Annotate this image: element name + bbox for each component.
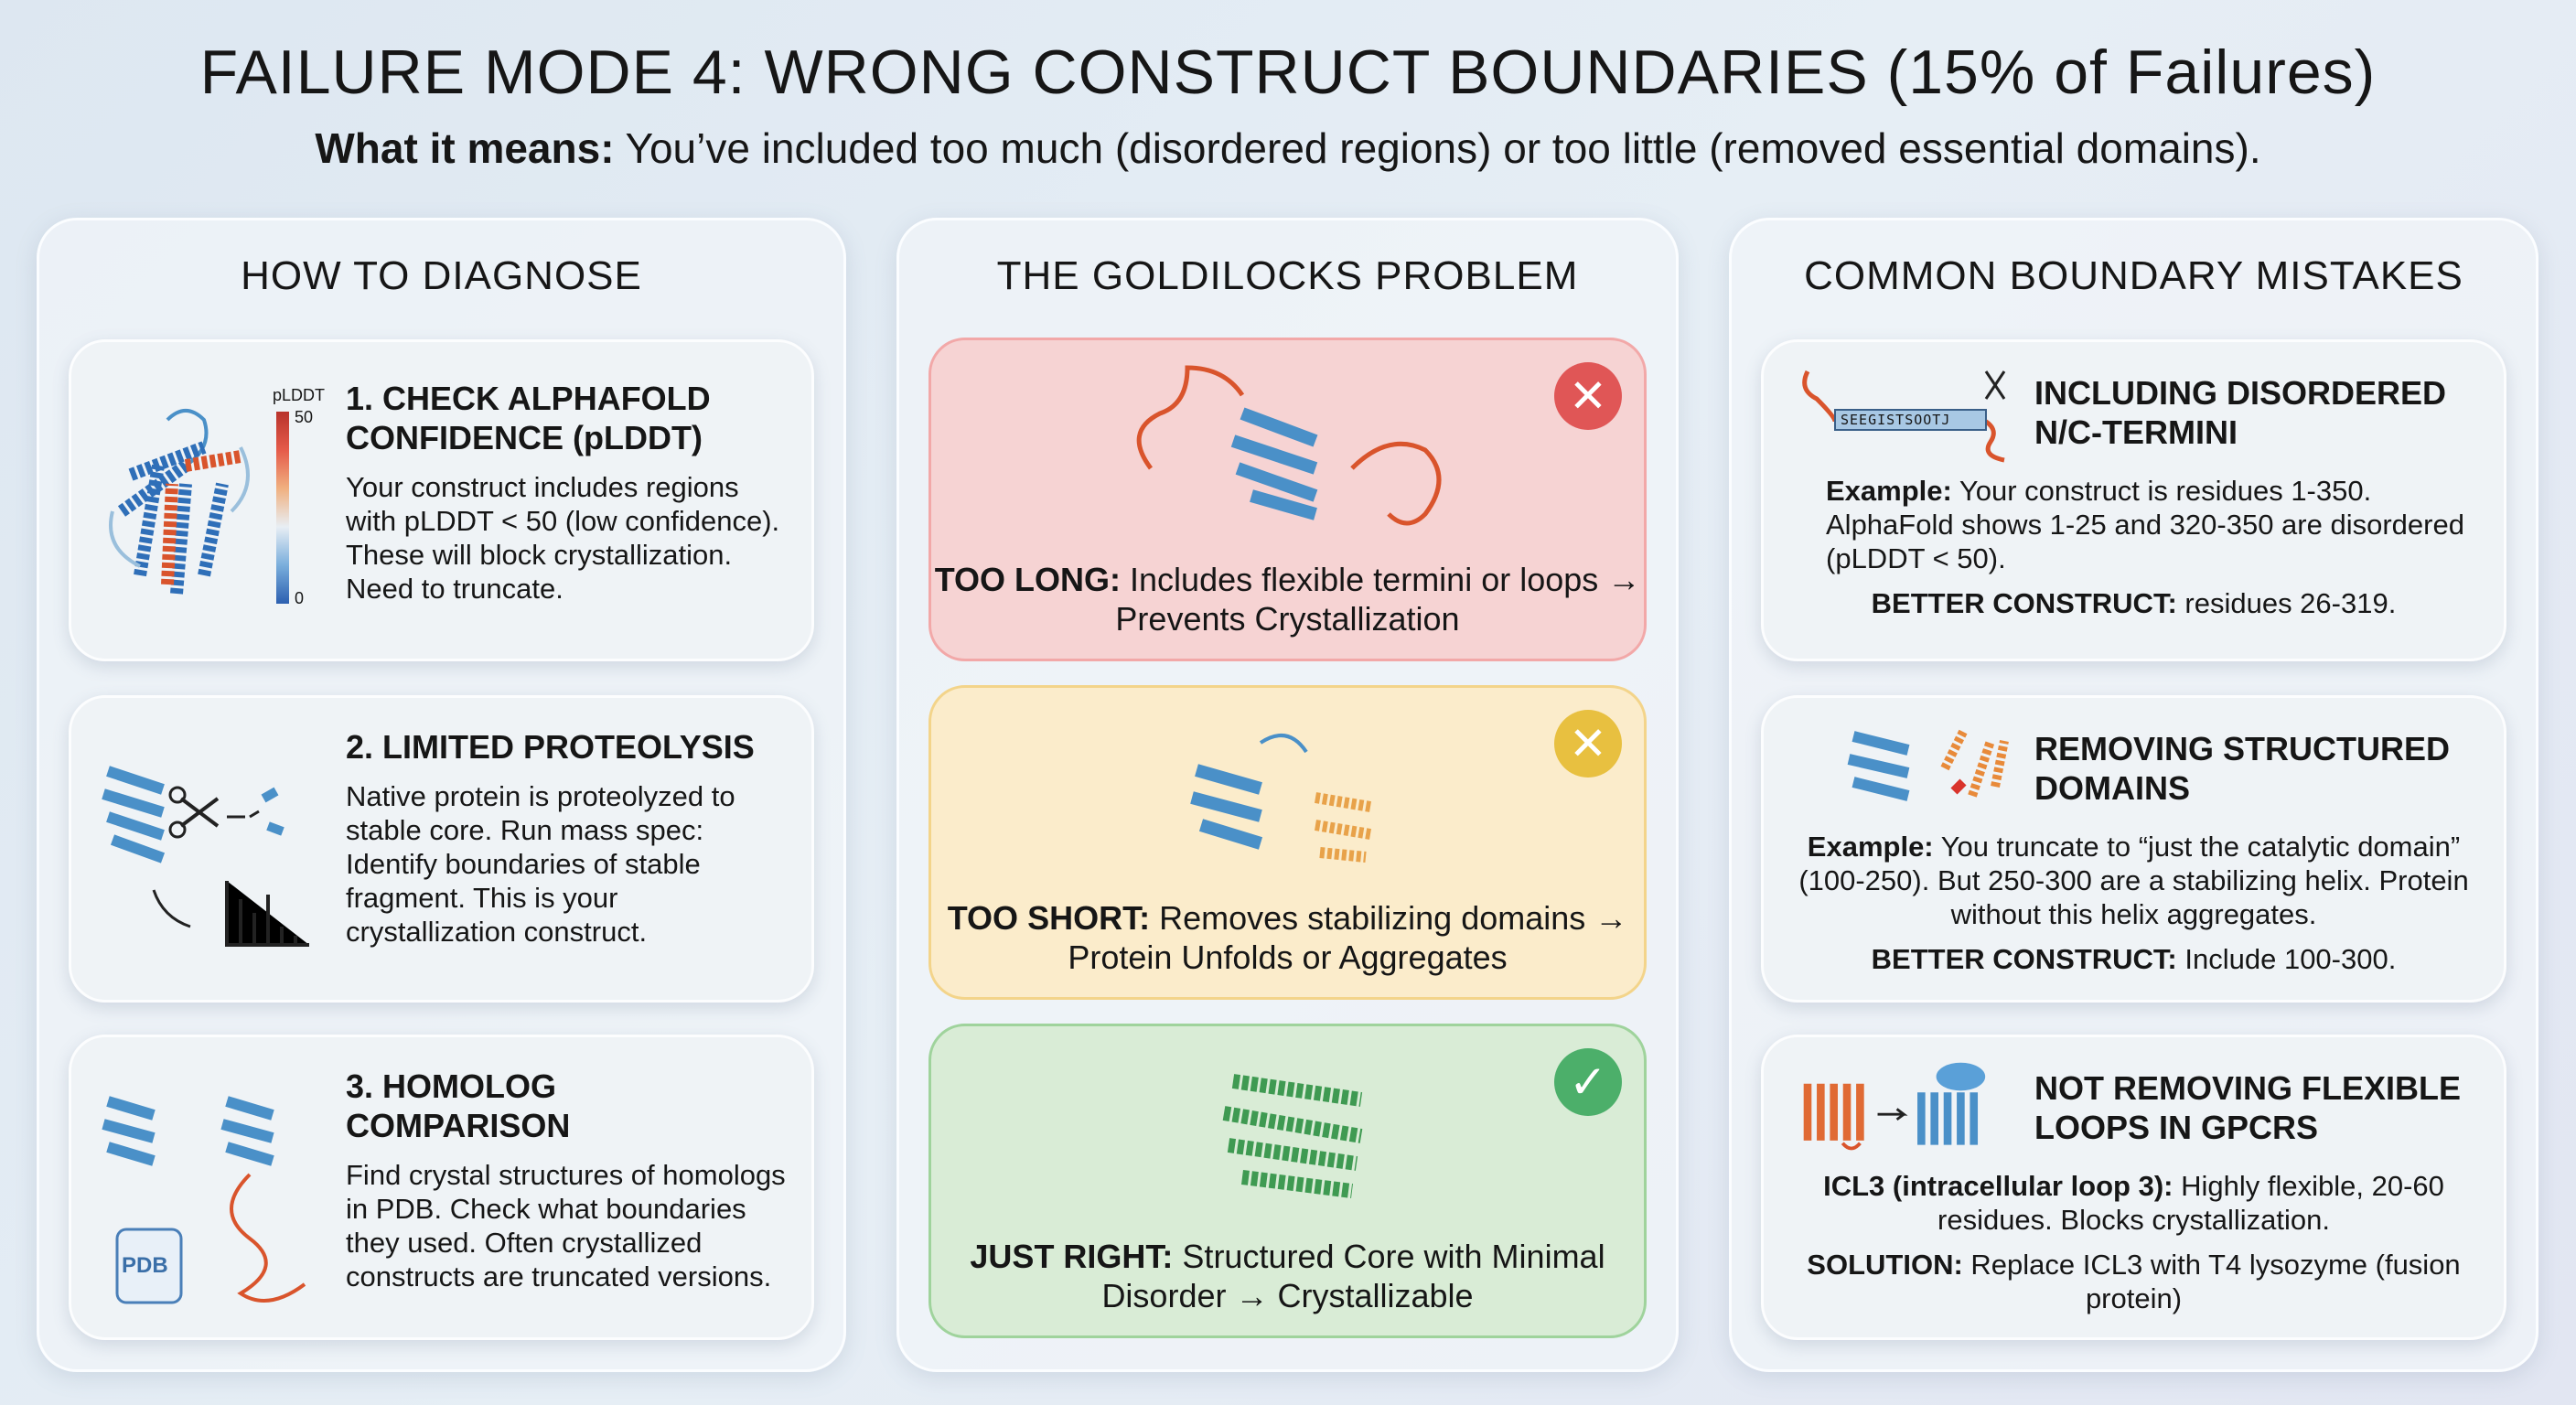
diagnose-card-homolog: PDB 3. HOMOLOG COMPARISON Find crystal s… [69, 1035, 814, 1340]
card-text-block: 3. HOMOLOG COMPARISON Find crystal struc… [346, 1067, 786, 1293]
pdb-label: PDB [122, 1253, 168, 1278]
protein-short-icon [1190, 734, 1371, 863]
icon-slot: SEEGISTSOOTJ [1789, 362, 2034, 463]
diagnose-card-proteolysis: 2. LIMITED PROTEOLYSIS Native protein is… [69, 695, 814, 1003]
card-title: 1. CHECK ALPHAFOLD CONFIDENCE (pLDDT) [346, 380, 711, 456]
icon-slot [1789, 1057, 2034, 1158]
caption-text: Structured Core with Minimal Disorder → … [1101, 1238, 1605, 1314]
subtitle-label: What it means: [315, 124, 615, 172]
fix-text: Replace ICL3 with T4 lysozyme (fusion pr… [1962, 1249, 2461, 1314]
card-text: Your construct includes regions with pLD… [346, 471, 780, 605]
fix-label: SOLUTION: [1807, 1249, 1963, 1281]
card-title: 3. HOMOLOG COMPARISON [346, 1067, 571, 1144]
fix-text: Include 100-300. [2176, 943, 2397, 975]
caption-text: Includes flexible termini or loops → Pre… [1115, 561, 1641, 638]
card-title: INCLUDING DISORDERED N/C-TERMINI [2034, 374, 2447, 451]
legend-min: 0 [295, 589, 305, 607]
diagnose-card-alphafold: pLDDT 50 0 1. CHECK ALPHAFOLD CONFIDENCE… [69, 339, 814, 661]
card-title: NOT REMOVING FLEXIBLE LOOPS IN GPCRS [2034, 1069, 2462, 1146]
page-title: FAILURE MODE 4: WRONG CONSTRUCT BOUNDARI… [199, 38, 2377, 107]
mistake-card-domains: REMOVING STRUCTURED DOMAINS Example: You… [1761, 695, 2506, 1003]
too-long-caption: TOO LONG: Includes flexible termini or l… [931, 560, 1644, 638]
card-text: Find crystal structures of homologs in P… [346, 1159, 786, 1292]
gpcr-fusion-icon [1803, 1062, 1986, 1151]
card-text: Native protein is proteolyzed to stable … [346, 780, 735, 948]
just-right-caption: JUST RIGHT: Structured Core with Minimal… [931, 1237, 1644, 1315]
sequence-label: SEEGISTSOOTJ [1841, 412, 1951, 428]
caption-label: TOO LONG: [934, 561, 1122, 598]
card-text-block: 2. LIMITED PROTEOLYSIS Native protein is… [346, 727, 786, 949]
goldilocks-panel: THE GOLDILOCKS PROBLEM ✕ TOO LONG: Inclu… [896, 218, 1679, 1372]
too-short-caption: TOO SHORT: Removes stabilizing domains →… [931, 898, 1644, 977]
too-long-card: ✕ TOO LONG: Includes flexible termini or… [928, 338, 1647, 661]
x-icon: ✕ [1554, 362, 1622, 430]
card-text-block: 1. CHECK ALPHAFOLD CONFIDENCE (pLDDT) Yo… [346, 379, 786, 606]
fix-text: residues 26-319. [2176, 587, 2397, 619]
goldilocks-heading: THE GOLDILOCKS PROBLEM [996, 253, 1579, 298]
card-fix: SOLUTION: Replace ICL3 with T4 lysozyme … [1789, 1248, 2478, 1315]
subtitle-text: You’ve included too much (disordered reg… [614, 124, 2261, 172]
check-icon: ✓ [1554, 1048, 1622, 1116]
proteolysis-icon [102, 766, 309, 947]
mistakes-panel: COMMON BOUNDARY MISTAKES SEEGISTSOOTJ IN… [1729, 218, 2538, 1372]
icon-slot [1789, 718, 2034, 819]
example-text: Your construct is residues 1-350. AlphaF… [1826, 475, 2464, 574]
legend-title: pLDDT [273, 386, 326, 404]
x-icon: ✕ [1554, 710, 1622, 778]
card-title: REMOVING STRUCTURED DOMAINS [2034, 730, 2451, 807]
card-header: NOT REMOVING FLEXIBLE LOOPS IN GPCRS [1789, 1057, 2478, 1158]
caption-label: JUST RIGHT: [970, 1238, 1174, 1275]
card-title: 2. LIMITED PROTEOLYSIS [346, 728, 755, 766]
fix-label: BETTER CONSTRUCT: [1871, 587, 2177, 619]
caption-label: TOO SHORT: [947, 899, 1151, 937]
disordered-termini-icon [1802, 370, 2006, 463]
mistake-card-gpcr: NOT REMOVING FLEXIBLE LOOPS IN GPCRS ICL… [1761, 1035, 2506, 1340]
example-text: You truncate to “just the catalytic doma… [1798, 831, 2469, 930]
card-header: REMOVING STRUCTURED DOMAINS [1789, 718, 2478, 819]
example-label: Example: [1826, 475, 1952, 507]
legend-max: 50 [295, 408, 314, 426]
mistake-card-termini: SEEGISTSOOTJ INCLUDING DISORDERED N/C-TE… [1761, 339, 2506, 661]
mistakes-heading: COMMON BOUNDARY MISTAKES [1804, 253, 2463, 298]
card-example: Example: You truncate to “just the catal… [1789, 830, 2478, 931]
card-example: Example: Your construct is residues 1-35… [1789, 474, 2478, 575]
card-header: SEEGISTSOOTJ INCLUDING DISORDERED N/C-TE… [1789, 362, 2478, 463]
homolog-structures-icon [102, 1096, 306, 1304]
card-fix: BETTER CONSTRUCT: Include 100-300. [1789, 942, 2478, 976]
too-short-card: ✕ TOO SHORT: Removes stabilizing domains… [928, 685, 1647, 1000]
example-label: Example: [1807, 831, 1934, 863]
protein-core-icon [1222, 1074, 1363, 1198]
diagnose-panel: HOW TO DIAGNOSE pLDDT 50 0 1. CHECK ALPH… [37, 218, 846, 1372]
page-subtitle: What it means: You’ve included too much … [0, 123, 2576, 173]
diagnose-heading: HOW TO DIAGNOSE [241, 253, 642, 298]
caption-text: Removes stabilizing domains → Protein Un… [1068, 899, 1628, 976]
example-text: Highly flexible, 20-60 residues. Blocks … [1937, 1170, 2444, 1236]
fix-label: BETTER CONSTRUCT: [1871, 943, 2177, 975]
card-example: ICL3 (intracellular loop 3): Highly flex… [1789, 1169, 2478, 1237]
protein-long-icon [1136, 365, 1442, 526]
plddt-colorbar [276, 412, 289, 604]
just-right-card: ✓ JUST RIGHT: Structured Core with Minim… [928, 1024, 1647, 1338]
alphafold-structure-icon [109, 409, 250, 595]
domain-split-icon [1847, 729, 2009, 801]
plddt-legend: pLDDT 50 0 [273, 386, 327, 642]
example-label: ICL3 (intracellular loop 3): [1823, 1170, 2174, 1202]
card-fix: BETTER CONSTRUCT: residues 26-319. [1789, 586, 2478, 620]
